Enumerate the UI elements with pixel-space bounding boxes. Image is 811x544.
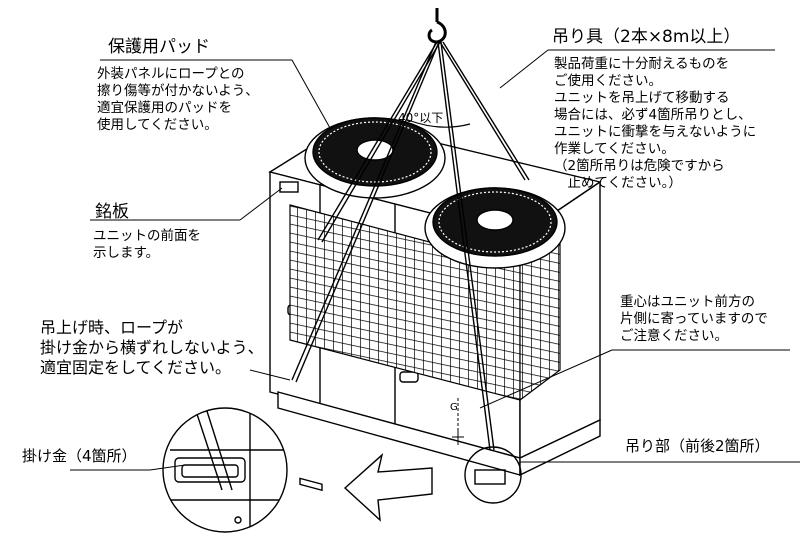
sling-note-line: 止めてください。） — [554, 175, 682, 191]
crane-hook — [427, 8, 447, 44]
rope-fix-note-line: 吊上げ時、ロープが — [40, 318, 184, 337]
cog-note-line: 重心はユニット前方の — [620, 294, 755, 310]
leader-lines — [70, 49, 800, 471]
nameplate-note-line: ユニットの前面を — [93, 228, 201, 244]
angle-arc — [407, 119, 471, 128]
front-direction-arrow — [343, 453, 433, 522]
hook-label: 掛け金（4箇所） — [22, 447, 137, 465]
sling-note-line: ご使用ください。 — [554, 73, 662, 89]
sling-note-line: （2箇所吊りは危険ですから — [554, 158, 725, 174]
sling-note-line: 製品荷重に十分耐えるものを — [554, 56, 730, 72]
pad-note: 外装パネルにロープとの 擦り傷等が付かないよう、 適宜保護用のパッドを 使用して… — [97, 66, 259, 134]
center-of-gravity-marker — [452, 398, 464, 445]
sling-note-line: ユニットに衝撃を与えないように — [554, 124, 757, 140]
nameplate-note: ユニットの前面を 示します。 — [93, 228, 201, 262]
pad-note-line: 適宜保護用のパッドを — [97, 100, 232, 116]
rope-fix-note: 吊上げ時、ロープが 掛け金から横ずれしないよう、 適宜固定をしてください。 — [40, 318, 264, 378]
cog-note-line: ご注意ください。 — [620, 328, 728, 344]
rope-fix-note-line: 適宜固定をしてください。 — [40, 358, 232, 377]
angle-label: 40°以下 — [398, 111, 444, 125]
sling-title: 吊り具（2本×8m以上） — [552, 27, 741, 47]
pad-note-line: 使用してください。 — [97, 117, 218, 133]
sling-note-line: 作業してください。 — [554, 141, 675, 157]
pad-note-line: 擦り傷等が付かないよう、 — [97, 83, 259, 99]
nameplate-title: 銘板 — [95, 202, 129, 222]
sling-note-line: ユニットを吊上げて移動する — [554, 90, 730, 106]
nameplate-note-line: 示します。 — [93, 245, 160, 261]
fan-right — [424, 187, 566, 269]
pad-title: 保護用パッド — [108, 37, 210, 57]
pad-note-line: 外装パネルにロープとの — [97, 66, 245, 82]
sling-note-line: 場合には、必ず4箇所吊りとし、 — [554, 107, 752, 123]
rope-fix-note-line: 掛け金から横ずれしないよう、 — [40, 338, 264, 357]
detail-circle-right — [464, 446, 522, 504]
cog-note: 重心はユニット前方の 片側に寄っていますので ご注意ください。 — [620, 294, 768, 345]
sling-note: 製品荷重に十分耐えるものを ご使用ください。 ユニットを吊上げて移動する 場合に… — [554, 56, 756, 192]
detail-circle-left — [162, 407, 288, 533]
cog-marker-label: G — [450, 402, 458, 413]
cog-note-line: 片側に寄っていますので — [620, 311, 768, 327]
lift-point-label: 吊り部（前後2箇所） — [625, 437, 770, 455]
lifting-ropes — [291, 41, 530, 451]
